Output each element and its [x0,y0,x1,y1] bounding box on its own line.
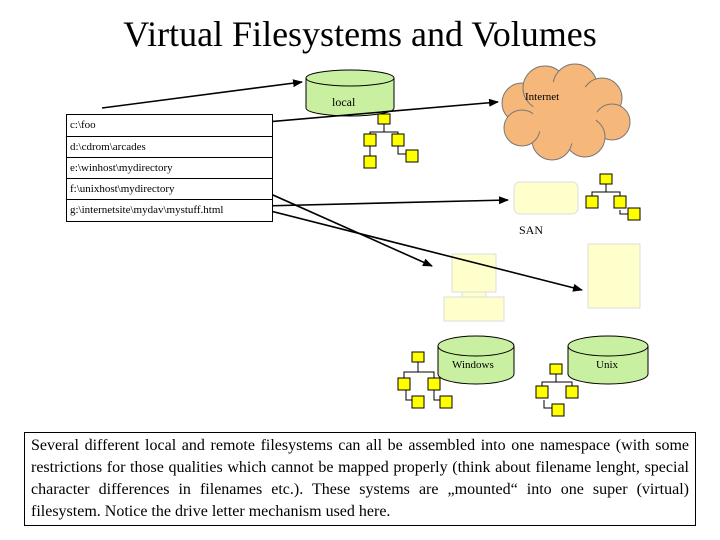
mount-entry-f: f:\unixhost\mydirectory [67,178,272,199]
mount-entry-g: g:\internetsite\mydav\mystuff.html [67,199,272,220]
arrow-g-to-san [261,196,509,207]
mount-entry-c: c:\foo [70,119,96,131]
caption-text: Several different local and remote files… [24,432,696,526]
local-volume-cylinder: local [305,69,395,117]
arrow-c-to-local [101,79,303,109]
windows-machine-icon [443,253,505,322]
windows-folder-tree [397,351,453,409]
internet-label: Internet [525,91,559,103]
windows-volume-label: Windows [452,359,494,371]
san-folder-tree [585,173,641,221]
internet-cloud: Internet [501,63,631,161]
san-storage: SAN [513,181,579,237]
unix-volume-label: Unix [596,359,619,371]
unix-folder-tree [535,363,579,417]
local-volume-label: local [332,95,356,109]
mount-entry-d: d:\cdrom\arcades [67,136,272,157]
local-folder-tree [363,113,419,169]
unix-machine-icon [587,243,641,309]
san-label: SAN [519,223,543,237]
mount-table: c:\foo d:\cdrom\arcades e:\winhost\mydir… [66,114,273,222]
mount-entry-e: e:\winhost\mydirectory [67,157,272,178]
unix-volume-cylinder: Unix [567,335,649,385]
windows-volume-cylinder: Windows [437,335,515,385]
slide-title: Virtual Filesystems and Volumes [123,14,597,54]
